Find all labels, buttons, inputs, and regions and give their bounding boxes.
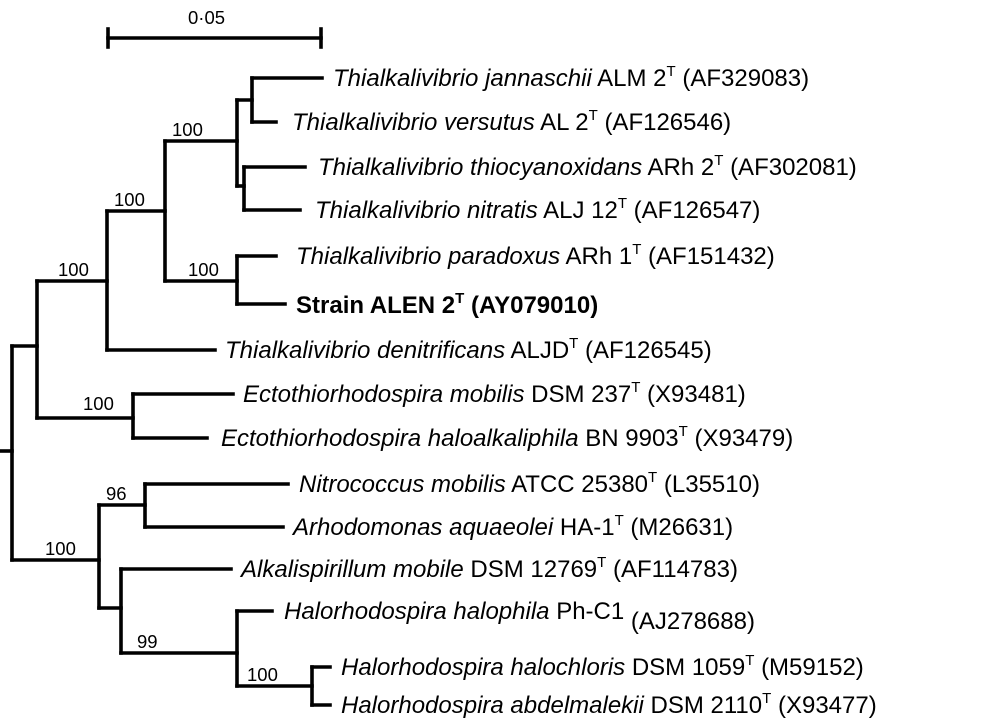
bootstrap-label: 100 <box>114 189 145 210</box>
bootstrap-label: 96 <box>106 483 127 504</box>
bootstrap-label: 100 <box>172 119 203 140</box>
bootstrap-label: 100 <box>83 393 114 414</box>
bootstrap-label: 100 <box>247 664 278 685</box>
bootstrap-label: 100 <box>188 259 219 280</box>
bootstrap-values: 100 100 100 100 100 96 100 99 100 <box>45 119 278 685</box>
taxon-label: Halorhodospira halochloris DSM 1059T (M5… <box>341 652 864 681</box>
scale-bar: 0·05 <box>106 7 323 49</box>
taxon-label: Ectothiorhodospira haloalkaliphila BN 99… <box>221 423 793 452</box>
taxon-labels: Thialkalivibrio jannaschii ALM 2T (AF329… <box>221 63 877 719</box>
taxon-label: Halorhodospira abdelmalekii DSM 2110T (X… <box>341 690 877 719</box>
taxon-label: Halorhodospira halophila Ph-C1 (AJ278688… <box>284 598 755 635</box>
taxon-label-highlighted: Strain ALEN 2T (AY079010) <box>296 290 598 319</box>
scale-bar-label: 0·05 <box>188 7 225 28</box>
taxon-label: Thialkalivibrio denitrificans ALJDT (AF1… <box>225 335 712 364</box>
taxon-label: Alkalispirillum mobile DSM 12769T (AF114… <box>239 554 738 583</box>
taxon-label: Thialkalivibrio nitratis ALJ 12T (AF1265… <box>315 195 760 224</box>
taxon-label: Thialkalivibrio paradoxus ARh 1T (AF1514… <box>296 241 775 270</box>
taxon-label: Thialkalivibrio jannaschii ALM 2T (AF329… <box>333 63 809 92</box>
taxon-label: Nitrococcus mobilis ATCC 25380T (L35510) <box>299 469 760 498</box>
bootstrap-label: 100 <box>45 538 76 559</box>
taxon-label: Thialkalivibrio versutus AL 2T (AF126546… <box>292 107 731 136</box>
tree-branches <box>0 76 332 707</box>
taxon-label: Thialkalivibrio thiocyanoxidans ARh 2T (… <box>318 152 857 181</box>
bootstrap-label: 99 <box>137 631 158 652</box>
taxon-label: Arhodomonas aquaeolei HA-1T (M26631) <box>291 512 733 541</box>
taxon-label: Ectothiorhodospira mobilis DSM 237T (X93… <box>243 379 746 408</box>
bootstrap-label: 100 <box>58 259 89 280</box>
